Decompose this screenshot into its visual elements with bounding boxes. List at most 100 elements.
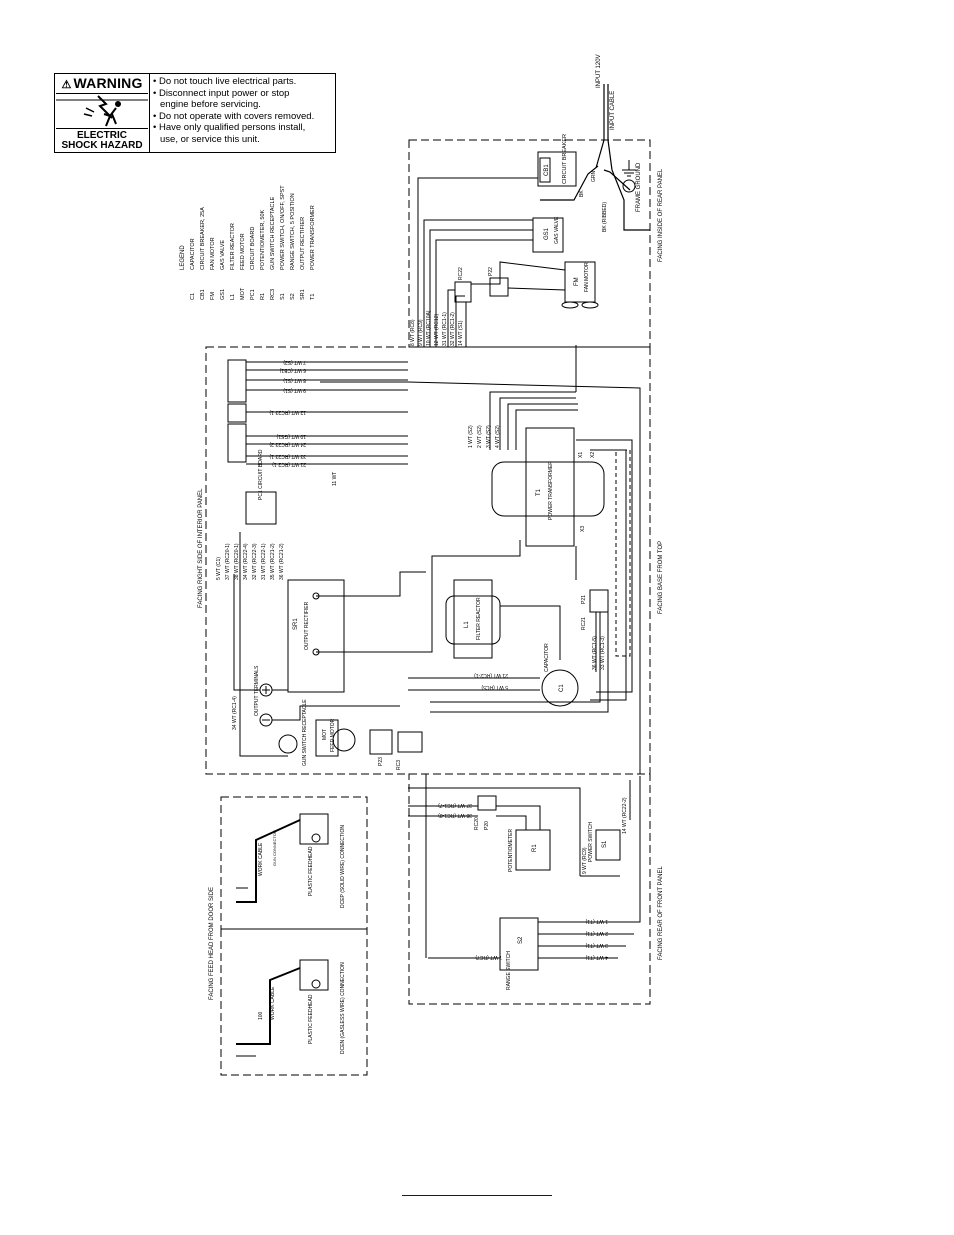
wire-label: 5 WT (RC5)	[481, 684, 508, 690]
feed-motor-label: FEED MOTOR	[330, 718, 336, 752]
wire-label: 32 WT (RC22-3)	[252, 543, 258, 580]
wire-label: 1 WT (S2)	[468, 425, 474, 448]
wire-label: 9 WT (RC9)	[418, 319, 424, 346]
rc22-connector	[454, 281, 472, 303]
dcen-feedhead	[236, 959, 329, 1057]
filter-reactor-label: FILTER REACTOR	[476, 597, 482, 640]
wire-label: 4 WT (T1)	[585, 954, 608, 960]
legend-code: C1	[190, 293, 196, 300]
wire-label: 12 WT (RC12)	[434, 314, 440, 346]
wire-label: 32 WT (RC1-2)	[450, 312, 456, 346]
bk-label: BK	[579, 190, 585, 197]
rc3-label: RC3	[396, 760, 402, 770]
l1-wire	[500, 605, 561, 660]
legend-description: POWER TRANSFORMER	[310, 205, 316, 270]
legend-code: T1	[310, 294, 316, 300]
wire-label: 3 WT (S2)	[486, 425, 492, 448]
wire-label: 31 WT (RC1-1)	[442, 312, 448, 346]
legend-description: GUN SWITCH RECEPTACLE	[270, 196, 276, 270]
gun-switch-label: GUN SWITCH RECEPTACLE	[302, 699, 308, 766]
electric-shock-icon	[56, 93, 148, 129]
fan-motor-label: FAN MOTOR	[584, 262, 590, 292]
wire-label: 33 WT (RC1-3)	[600, 636, 606, 670]
s2-box	[499, 917, 539, 971]
l1-core	[445, 595, 501, 645]
plastic-feedhead-label-2: PLASTIC FEEDHEAD	[308, 994, 314, 1044]
wire-label: 8 WT (RC8)	[410, 319, 416, 346]
wire-label: 1 WT (T1)	[585, 918, 608, 924]
legend-description: FEED MOTOR	[240, 233, 246, 270]
dcep-label: DCEP (SOLID WIRE) CONNECTION	[340, 825, 346, 908]
sr1-box	[287, 579, 345, 693]
p22-connector	[489, 277, 509, 297]
dcen-label: DCEN (GASLESS WIRE) CONNECTION	[340, 962, 346, 1054]
left-column-wires	[233, 532, 288, 757]
p21-label: P21	[581, 595, 587, 604]
wire-label: 31 WT (RC22-1)	[261, 543, 267, 580]
power-switch-label: POWER SWITCH	[588, 822, 594, 862]
warning-item: • Do not touch live electrical parts.	[153, 76, 297, 87]
s1-box	[595, 829, 621, 861]
power-transformer-label: POWER TRANSFORMER	[548, 461, 554, 520]
facing-base-caption: FACING BASE FROM TOP	[658, 541, 664, 614]
legend-code: L1	[230, 294, 236, 300]
left-wires	[246, 361, 408, 465]
footer-link-underline[interactable]	[402, 1195, 552, 1196]
l1-box	[453, 579, 493, 659]
wire-label: 5 WT (C1)	[216, 557, 222, 580]
legend-description: RANGE SWITCH, 5 POSITION	[290, 193, 296, 270]
legend-description: FAN MOTOR	[210, 237, 216, 270]
fan-blade-icon	[561, 301, 599, 309]
cb1-inner	[539, 157, 551, 183]
wire-label: 37 WT (RC1-7)	[438, 802, 472, 808]
plastic-feedhead-label: PLASTIC FEEDHEAD	[308, 846, 314, 896]
p20-connector	[477, 795, 497, 811]
fm-box	[564, 261, 596, 303]
mot-motor	[332, 728, 356, 752]
p21-connector	[589, 589, 609, 613]
work-cable-label: WORK CABLE	[258, 842, 264, 876]
wire-label: 4 WT (S2)	[495, 425, 501, 448]
warning-instructions: • Do not touch live electrical parts. • …	[150, 74, 335, 152]
wire-label: 34 WT (RC22-4)	[243, 543, 249, 580]
wire-label: 34 WT (RC1-4)	[232, 696, 238, 730]
warning-title: ⚠WARNING	[61, 75, 142, 91]
potentiometer-label: POTENTIOMETER	[508, 829, 514, 872]
c1-wires	[408, 612, 609, 713]
c1-capacitor	[541, 669, 579, 707]
s1-label: S1	[602, 840, 608, 848]
front-panel-outline	[408, 773, 651, 1005]
p23-label: P23	[378, 757, 384, 766]
input-cable	[540, 84, 650, 231]
p22-label: P22	[488, 267, 494, 276]
interior-left-connectors	[227, 359, 277, 525]
legend-code: PC1	[250, 289, 256, 300]
top-wires	[417, 177, 566, 347]
wire-label: 21 WT (RC2-1)	[474, 672, 508, 678]
wire-label: 11 WT	[332, 472, 338, 486]
cb1-box	[537, 151, 577, 187]
legend-code: S2	[290, 293, 296, 300]
circuit-breaker-label: CIRCUIT BREAKER	[562, 134, 568, 184]
legend-code: CB1	[200, 289, 206, 300]
warning-item: • Do not operate with covers removed.	[153, 110, 315, 122]
legend-description: CIRCUIT BOARD	[250, 227, 256, 270]
facing-interior-caption: FACING RIGHT SIDE OF INTERIOR PANEL	[198, 488, 204, 608]
gs1-label: GS1	[544, 227, 550, 240]
dcen-outline	[220, 928, 368, 1076]
t1-label: T1	[536, 488, 542, 496]
legend-code: R1	[260, 293, 266, 300]
mot-label: MOT	[322, 729, 328, 740]
t1-wires	[320, 345, 641, 774]
front-wires	[408, 774, 641, 959]
wire-label: 2 WT (S2)	[477, 425, 483, 448]
hazard-line-2: SHOCK HAZARD	[61, 140, 143, 151]
work-cable-label-2: WORK CABLE	[270, 986, 276, 1020]
r1-label: R1	[532, 844, 538, 852]
output-terminals	[259, 683, 400, 727]
wire-label: 35 WT (RC21-2)	[270, 543, 276, 580]
wire-label: 2 WT (T1)	[585, 930, 608, 936]
bk-ribbed-label: BK (RIBBED)	[602, 202, 608, 232]
legend-description: GAS VALVE	[220, 240, 226, 270]
